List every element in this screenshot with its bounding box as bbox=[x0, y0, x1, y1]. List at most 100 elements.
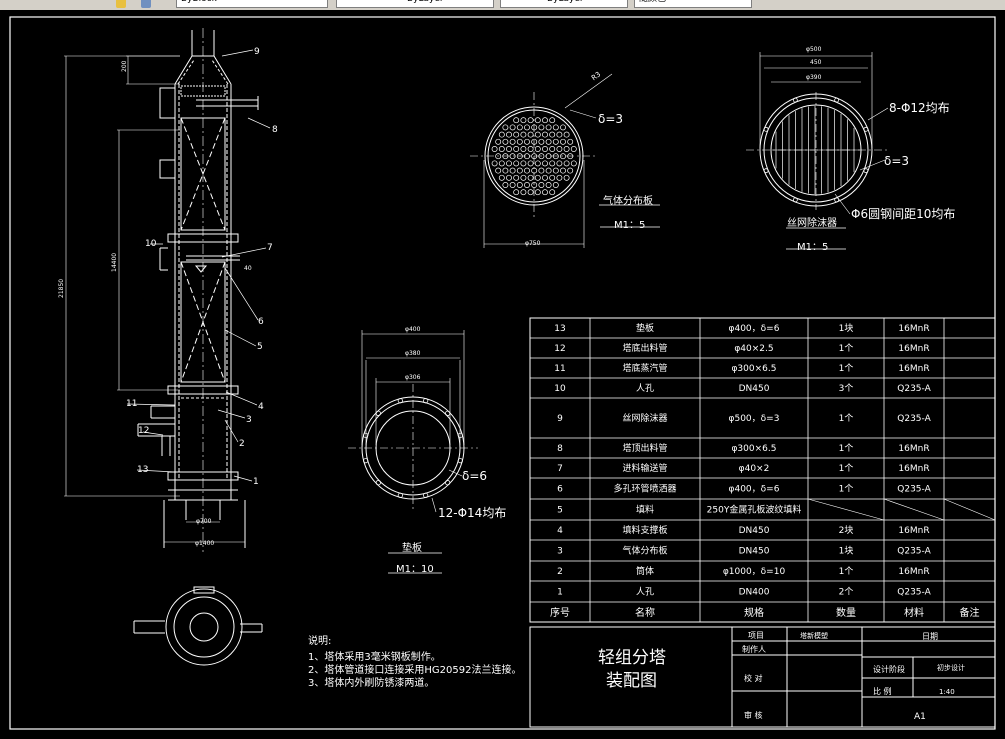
perforation-hole bbox=[498, 146, 505, 152]
mesh-scale: M1：5 bbox=[797, 242, 828, 253]
gasket-dim-1: φ400 bbox=[405, 326, 421, 333]
scale-value: 1:40 bbox=[939, 688, 955, 696]
mesh-dim-1: φ500 bbox=[806, 46, 822, 53]
perforation-hole bbox=[542, 174, 548, 181]
perforation-hole bbox=[560, 153, 566, 160]
perforation-hole bbox=[520, 174, 527, 181]
perforation-hole bbox=[552, 182, 559, 188]
gas-plate-holes bbox=[491, 117, 577, 196]
bom-qty-cell: 3个 bbox=[839, 383, 854, 394]
callout-2: 2 bbox=[239, 439, 245, 449]
perforation-hole bbox=[563, 160, 570, 167]
callout-1: 1 bbox=[253, 477, 259, 487]
bolt-hole bbox=[457, 432, 463, 438]
callout-8: 8 bbox=[272, 125, 278, 135]
bom-name-cell: 人孔 bbox=[636, 383, 654, 394]
perforation-hole bbox=[567, 138, 574, 145]
perforation-hole bbox=[516, 138, 523, 145]
perforation-hole bbox=[542, 189, 548, 196]
perforation-hole bbox=[509, 124, 516, 131]
bom-strike bbox=[943, 498, 996, 521]
stage-value: 初步设计 bbox=[937, 663, 965, 672]
bom-spec-cell: φ400，δ=6 bbox=[729, 485, 780, 495]
layer-state-icon[interactable] bbox=[116, 0, 126, 8]
bolt-hole bbox=[445, 410, 451, 416]
layer-tool-icon[interactable] bbox=[141, 0, 151, 8]
perforation-hole bbox=[556, 174, 563, 181]
dim-d-outer: φ1400 bbox=[195, 540, 214, 547]
sheet-value: A1 bbox=[914, 712, 926, 722]
perforation-hole bbox=[498, 160, 505, 167]
bolt-hole bbox=[375, 410, 381, 416]
bom-strike bbox=[807, 498, 885, 521]
perforation-hole bbox=[495, 153, 502, 160]
perforation-hole bbox=[542, 160, 548, 167]
perforation-hole bbox=[495, 138, 502, 145]
bolt-hole bbox=[863, 126, 869, 132]
callout-10: 10 bbox=[145, 239, 157, 249]
perforation-hole bbox=[509, 138, 516, 145]
maker-label: 制作人 bbox=[742, 644, 766, 654]
color-combo[interactable]: ByLayer bbox=[336, 0, 494, 8]
perforation-hole bbox=[502, 138, 509, 145]
perforation-hole bbox=[524, 124, 530, 131]
gas-plate-diameter: φ750 bbox=[525, 240, 541, 247]
bom-no-cell: 3 bbox=[557, 547, 563, 557]
perforation-hole bbox=[513, 131, 520, 138]
perforation-hole bbox=[509, 153, 516, 160]
perforation-hole bbox=[534, 189, 541, 196]
bom-name-cell: 筒体 bbox=[636, 565, 654, 577]
perforation-hole bbox=[552, 124, 559, 131]
perforation-hole bbox=[513, 117, 520, 124]
perforation-hole bbox=[491, 146, 498, 152]
perforation-hole bbox=[549, 117, 556, 124]
perforation-hole bbox=[545, 167, 552, 174]
gasket-scale: M1：10 bbox=[396, 564, 434, 575]
bom-spec-cell: 250Y金属孔板波纹填料 bbox=[707, 504, 802, 516]
bom-spec-cell: φ500，δ=3 bbox=[729, 414, 780, 424]
bom-material-cell: 16MnR bbox=[898, 526, 929, 536]
lineweight-combo[interactable]: 随颜色 bbox=[634, 0, 752, 8]
bom-no-cell: 13 bbox=[554, 324, 565, 334]
bom-material-cell: Q235-A bbox=[897, 384, 931, 394]
bolt-hole bbox=[792, 97, 798, 103]
dim-top: 200 bbox=[121, 60, 128, 72]
check-label: 校 对 bbox=[744, 673, 763, 683]
perforation-hole bbox=[560, 138, 566, 145]
bom-no-cell: 6 bbox=[557, 485, 563, 495]
perforation-hole bbox=[538, 182, 545, 188]
bolt-hole bbox=[834, 97, 840, 103]
linetype-combo[interactable]: ByLayer bbox=[500, 0, 628, 8]
bom-qty-cell: 1个 bbox=[839, 343, 854, 354]
perforation-hole bbox=[502, 153, 509, 160]
bom-qty-cell: 1个 bbox=[839, 566, 854, 577]
bolt-hole bbox=[423, 398, 429, 404]
perforation-hole bbox=[549, 160, 556, 167]
gas-plate-title: 气体分布板 bbox=[603, 194, 653, 207]
bolt-hole bbox=[375, 480, 381, 486]
note-1: 1、塔体采用3毫米钢板制作。 bbox=[308, 650, 441, 663]
bolt-hole bbox=[397, 492, 403, 498]
bom-spec-cell: φ1000，δ=10 bbox=[723, 567, 786, 577]
bom-name-cell: 填料支撑板 bbox=[622, 524, 667, 536]
bolt-hole bbox=[397, 398, 403, 404]
bom-qty-cell: 2块 bbox=[839, 524, 854, 536]
perforation-hole bbox=[527, 160, 534, 167]
layer-combo[interactable]: ByBlock bbox=[176, 0, 328, 8]
bom-header-no: 序号 bbox=[550, 606, 570, 619]
bom-name-cell: 塔顶出料管 bbox=[622, 442, 667, 454]
bom-qty-cell: 2个 bbox=[839, 587, 854, 598]
drawing-canvas[interactable]: 9 8 7 10 6 5 4 11 3 12 2 13 1 200 21850 … bbox=[0, 10, 1005, 739]
bom-no-cell: 9 bbox=[557, 414, 563, 424]
bom-outline bbox=[529, 317, 996, 623]
perforation-hole bbox=[545, 153, 552, 160]
perforation-hole bbox=[549, 131, 556, 138]
gas-plate-labels: δ=3 R3 φ750 气体分布板 M1：5 bbox=[525, 70, 653, 247]
perforation-hole bbox=[563, 174, 570, 181]
gasket-delta: δ=6 bbox=[462, 469, 487, 483]
perforation-hole bbox=[534, 117, 541, 124]
bom-material-cell: 16MnR bbox=[898, 324, 929, 334]
bom-spec-cell: DN450 bbox=[739, 526, 770, 536]
dim-total: 21850 bbox=[58, 279, 65, 298]
callout-6: 6 bbox=[258, 317, 264, 327]
